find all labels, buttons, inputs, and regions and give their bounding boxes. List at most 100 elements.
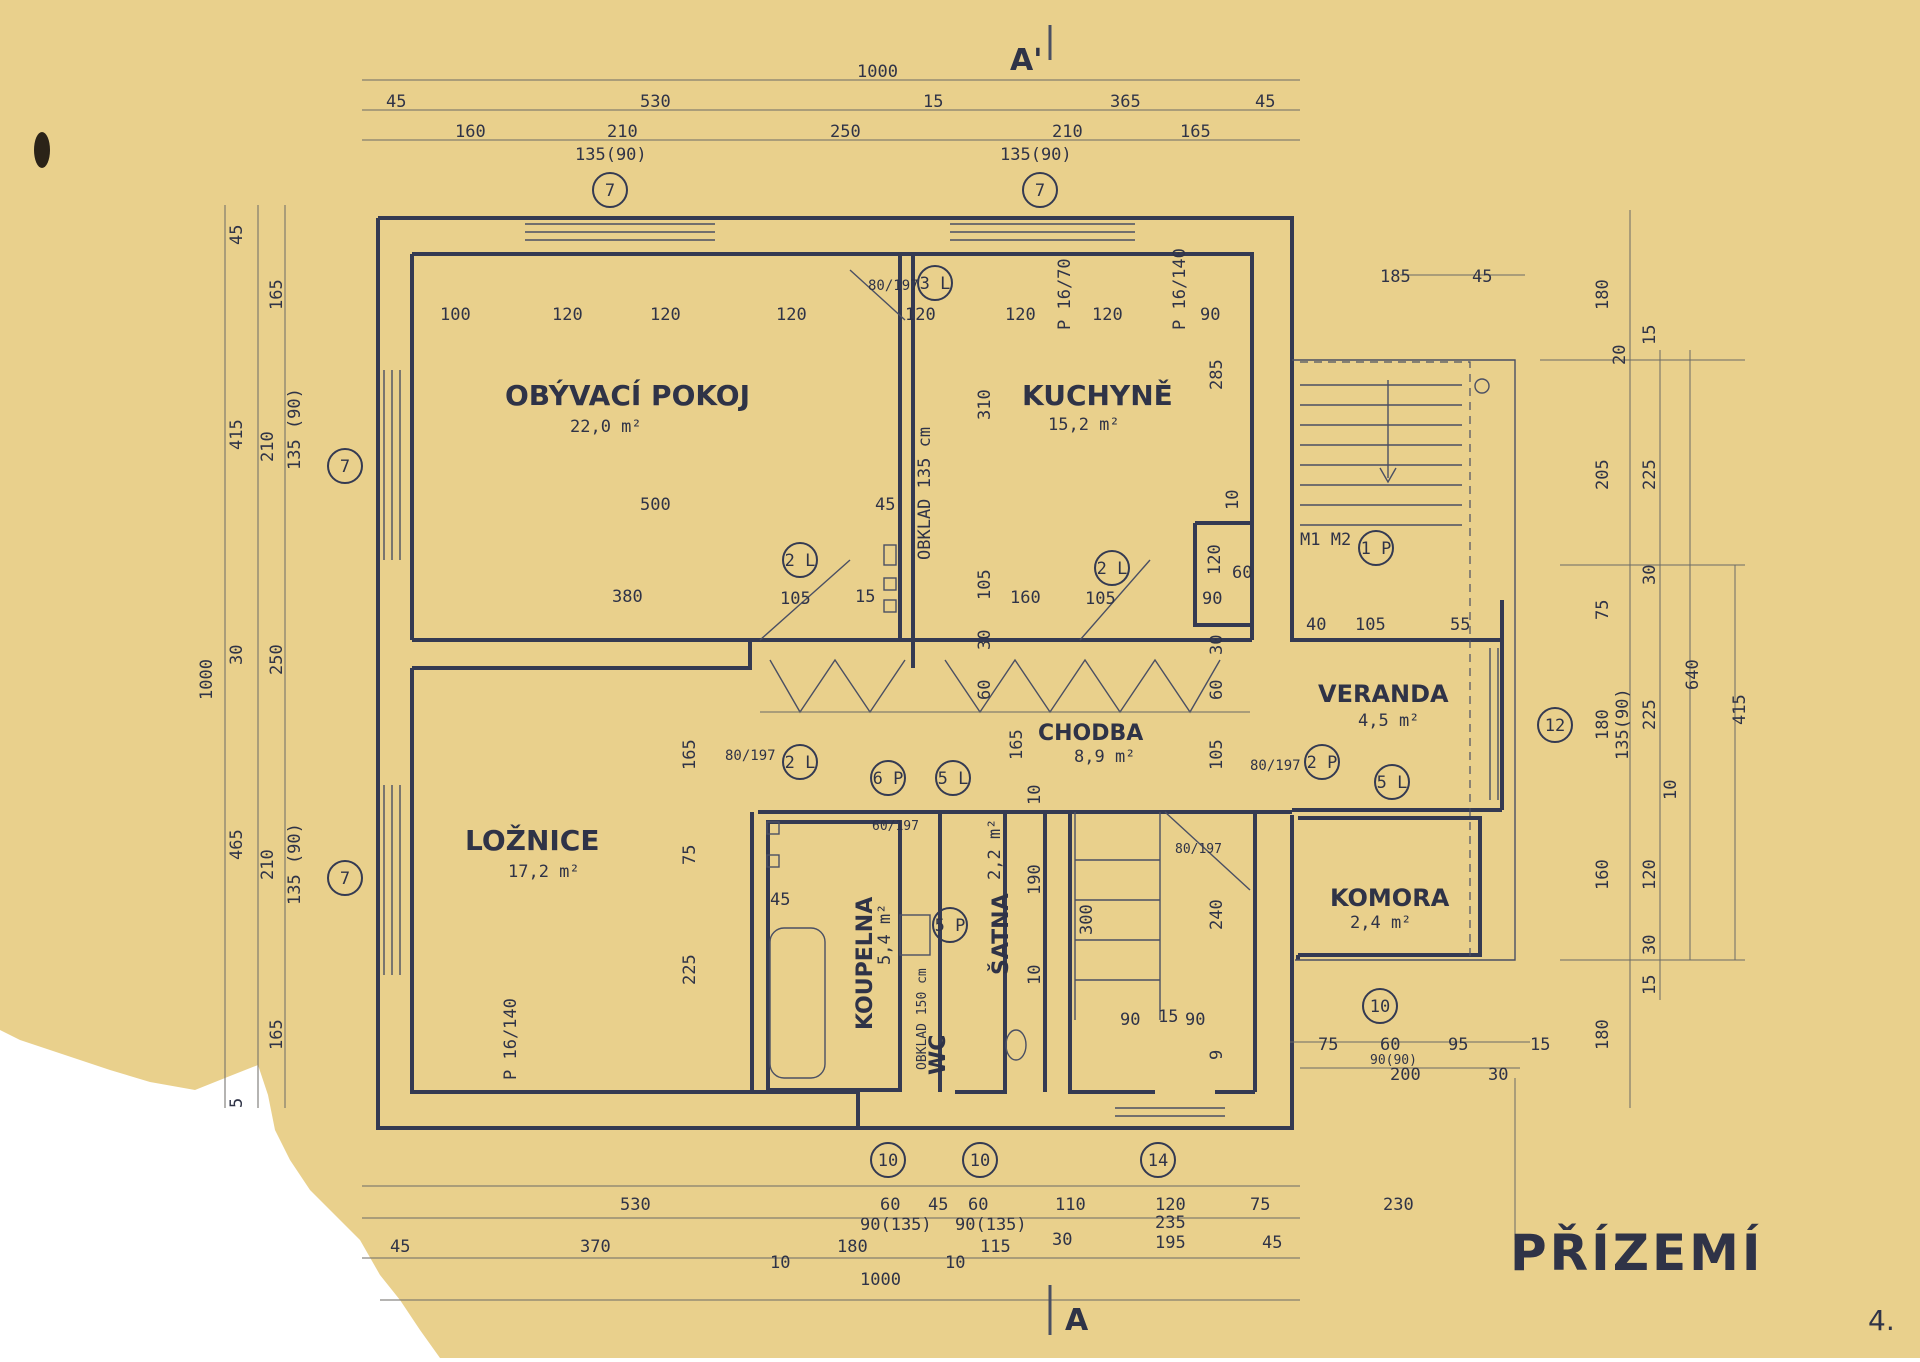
tag-label: 3 L xyxy=(920,274,951,294)
dim-right-q: 15 xyxy=(1640,975,1660,995)
dim-right-b: 20 xyxy=(1610,345,1630,365)
dims-top: 1000 45 530 15 365 45 160 210 250 210 16… xyxy=(386,62,1275,165)
dim-int-k120b: 120 xyxy=(1005,305,1036,325)
dim-int-120c: 120 xyxy=(776,305,807,325)
dim-int-v185: 185 xyxy=(1380,267,1411,287)
dim-int-st90b: 90 xyxy=(1185,1010,1205,1030)
dim-left-e: 135 (90) xyxy=(285,388,305,470)
dim-left-j: 135 (90) xyxy=(285,823,305,905)
tag-label: 2 P xyxy=(1307,753,1338,773)
section-mark-bottom: A xyxy=(1065,1303,1089,1338)
dim-int-v90: 90(90) xyxy=(1370,1053,1417,1068)
tag-circle xyxy=(1140,1142,1176,1178)
dim-int-st15: 15 xyxy=(1158,1007,1178,1027)
dimension-lines xyxy=(224,79,1745,1301)
tag-label: 1 P xyxy=(1361,539,1392,559)
room-area-koupelna: 5,4 m² xyxy=(875,904,895,965)
dim-left-h: 465 xyxy=(227,829,247,860)
note-parapet-loznice: P 16/140 xyxy=(501,998,521,1080)
dim-int-k60: 60 xyxy=(1232,563,1252,583)
dim-right-j: 225 xyxy=(1640,699,1660,730)
dim-bottom-b: 60 xyxy=(880,1195,900,1215)
dim-int-15: 15 xyxy=(855,587,875,607)
dim-top-l: 135(90) xyxy=(1000,145,1072,165)
dim-int-k105: 105 xyxy=(975,569,995,600)
note-parapet-kuchyne-1: P 16/70 xyxy=(1055,258,1075,330)
dim-right-d: 205 xyxy=(1593,459,1613,490)
tag-label: 7 xyxy=(340,869,350,889)
dim-right-p: 30 xyxy=(1640,935,1660,955)
dim-int-v75: 75 xyxy=(1318,1035,1338,1055)
dim-int-k285: 285 xyxy=(1207,359,1227,390)
dim-top-j: 165 xyxy=(1180,122,1211,142)
dim-left-f: 30 xyxy=(227,645,247,665)
dim-int-v15: 15 xyxy=(1530,1035,1550,1055)
note-obklad-kuchyne: OBKLAD 135 cm xyxy=(915,427,935,560)
room-name-kuchyne: KUCHYNĚ xyxy=(1022,378,1173,412)
room-area-obyvaci: 22,0 m² xyxy=(570,417,642,437)
dim-bottom-r: 30 xyxy=(1052,1230,1072,1250)
dim-int-lo225: 225 xyxy=(680,954,700,985)
dim-top-a: 45 xyxy=(386,92,406,112)
toilet xyxy=(1005,1029,1027,1061)
room-area-komora: 2,4 m² xyxy=(1350,913,1411,933)
dims-bottom: 530 60 45 60 110 120 75 230 90(135) 90(1… xyxy=(390,1195,1414,1290)
dim-door-veranda: 80/197 xyxy=(1250,758,1301,774)
tag-circle xyxy=(1537,707,1573,743)
dim-int-st10: 10 xyxy=(1025,785,1045,805)
section-marks: A' A xyxy=(1010,25,1089,1338)
dim-right-m: 10 xyxy=(1661,780,1681,800)
dim-int-500: 500 xyxy=(640,495,671,515)
tag-circle xyxy=(917,265,953,301)
dim-right-l: 415 xyxy=(1730,694,1750,725)
dim-int-ch165: 165 xyxy=(1007,729,1027,760)
dim-left-g: 250 xyxy=(267,644,287,675)
note-obklad-koupelna: OBKLAD 150 cm xyxy=(915,968,930,1070)
dim-top-overall: 1000 xyxy=(857,62,898,82)
room-area-kuchyne: 15,2 m² xyxy=(1048,415,1120,435)
dim-right-c: 15 xyxy=(1640,325,1660,345)
dim-int-v30: 30 xyxy=(1488,1065,1508,1085)
room-name-wc: WC xyxy=(926,1035,951,1075)
dim-left-i: 210 xyxy=(258,849,278,880)
dim-int-st-door: 80/197 xyxy=(1175,842,1222,857)
door-swings xyxy=(759,269,1250,714)
tag-label: 5 L xyxy=(1377,773,1408,793)
dim-int-k10: 10 xyxy=(1223,490,1243,510)
dim-door-obyvaci: 80/197 xyxy=(868,278,919,294)
dim-right-h: 180 xyxy=(1593,709,1613,740)
dim-int-lo45: 45 xyxy=(770,890,790,910)
dim-bottom-d: 60 xyxy=(968,1195,988,1215)
tag-circle xyxy=(592,172,628,208)
dim-int-lo75: 75 xyxy=(680,845,700,865)
dim-int-120a: 120 xyxy=(552,305,583,325)
tag-label: 10 xyxy=(878,1151,898,1171)
dim-int-v55: 55 xyxy=(1450,615,1470,635)
room-name-koupelna: KOUPELNA xyxy=(853,897,878,1030)
tag-circle xyxy=(962,1142,998,1178)
dim-int-v200: 200 xyxy=(1390,1065,1421,1085)
dim-top-e: 45 xyxy=(1255,92,1275,112)
staircase xyxy=(1074,378,1490,1020)
tag-circle xyxy=(782,744,818,780)
dim-bottom-f: 120 xyxy=(1155,1195,1186,1215)
dim-int-st190: 190 xyxy=(1025,864,1045,895)
fixtures xyxy=(766,544,1027,1079)
dim-int-100: 100 xyxy=(440,305,471,325)
tag-circle xyxy=(1022,172,1058,208)
dim-left-d: 210 xyxy=(258,431,278,462)
dim-top-b: 530 xyxy=(640,92,671,112)
tag-circle xyxy=(1358,530,1394,566)
dim-top-d: 365 xyxy=(1110,92,1141,112)
dim-bottom-s: 195 xyxy=(1155,1233,1186,1253)
dim-bottom-o: 180 xyxy=(837,1237,868,1257)
dim-bottom-q: 115 xyxy=(980,1237,1011,1257)
room-name-komora: KOMORA xyxy=(1330,884,1450,912)
dim-int-v45: 45 xyxy=(1472,267,1492,287)
sheet-title: PŘÍZEMÍ xyxy=(1510,1223,1764,1282)
dim-int-st300: 300 xyxy=(1077,904,1097,935)
dim-bottom-j: 90(135) xyxy=(955,1215,1027,1235)
